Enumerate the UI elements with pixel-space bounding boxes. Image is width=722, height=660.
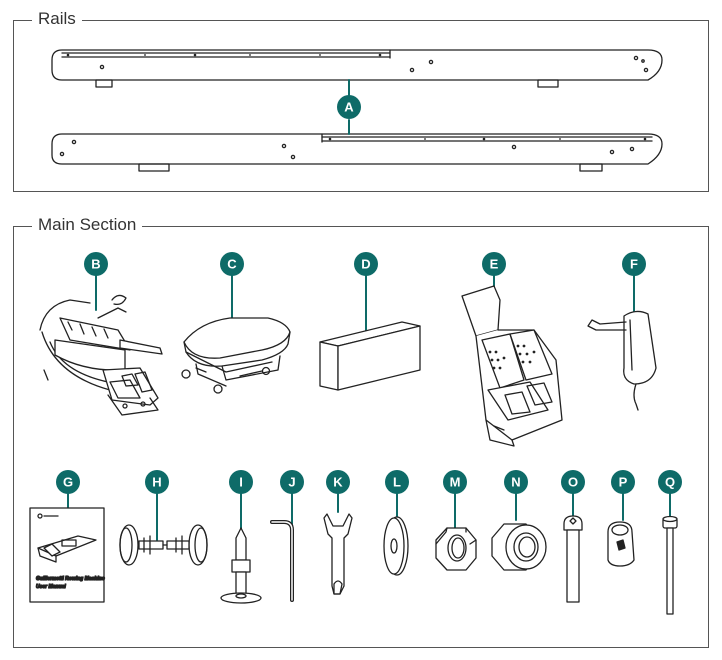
badge-d: D [354,252,378,276]
badge-letter: D [361,257,370,272]
badge-a: A [337,95,361,119]
cap-nut-drawing [607,493,635,567]
badge-l: L [385,470,409,494]
allen-key-drawing [270,493,294,602]
badge-letter: F [630,257,638,272]
footrest-assembly-drawing [461,274,563,447]
handle-drawing [587,274,657,411]
badge-letter: E [490,257,499,272]
badge-letter: M [450,475,461,490]
badge-letter: H [152,475,161,490]
badge-letter: C [227,257,237,272]
badge-q: Q [658,470,682,494]
wrench-drawing [323,493,353,595]
badge-circle [354,252,378,276]
water-tank-frame-drawing [39,274,163,416]
badge-j: J [280,470,304,494]
badge-p: P [611,470,635,494]
badge-i: I [229,470,253,494]
badge-circle [482,252,506,276]
badge-circle [280,470,304,494]
badge-circle [220,252,244,276]
badge-letter: K [333,475,343,490]
badge-letter: Q [665,475,675,490]
badge-circle [337,95,361,119]
badge-letter: O [568,475,578,490]
badge-circle [56,470,80,494]
manual-subtitle-text: User Manual [36,584,66,590]
badge-letter: A [344,100,354,115]
badge-m: M [443,470,467,494]
badge-letter: N [511,475,520,490]
long-bolt-drawing [662,493,678,615]
badge-f: F [622,252,646,276]
badge-letter: P [619,475,628,490]
user-manual-drawing: Guillermetti Rowing Machine User Manual [29,493,105,603]
badge-h: H [145,470,169,494]
lock-nut-drawing [491,493,547,571]
hex-nut-drawing [435,493,477,571]
foot-pin-drawing [220,493,262,604]
badge-circle [385,470,409,494]
badge-circle [145,470,169,494]
rail-block-drawing [319,274,421,391]
badge-letter: L [393,475,401,490]
badge-o: O [561,470,585,494]
badge-b: B [84,252,108,276]
badge-g: G [56,470,80,494]
wheels-drawing [119,493,208,566]
main-section-title: Main Section [32,215,143,235]
badge-c: C [220,252,244,276]
badge-circle [622,252,646,276]
rails-section-title: Rails [32,9,82,29]
rails-section-frame [13,20,709,192]
badge-letter: B [91,257,100,272]
badge-letter: I [239,475,243,490]
badge-k: K [326,470,350,494]
badge-e: E [482,252,506,276]
button-head-bolt-drawing [563,493,583,603]
seat-drawing [181,274,291,394]
badge-circle [229,470,253,494]
main-section-frame [13,226,709,648]
badge-n: N [504,470,528,494]
badge-circle [561,470,585,494]
rail-top [51,49,663,88]
badge-circle [443,470,467,494]
rail-bottom [51,133,663,172]
badge-letter: J [288,475,295,490]
washer-drawing [383,493,409,576]
badge-circle [658,470,682,494]
badge-letter: G [63,475,73,490]
manual-title-text: Guillermetti Rowing Machine [36,576,105,582]
badge-circle [84,252,108,276]
badge-circle [326,470,350,494]
badge-circle [611,470,635,494]
badge-circle [504,470,528,494]
